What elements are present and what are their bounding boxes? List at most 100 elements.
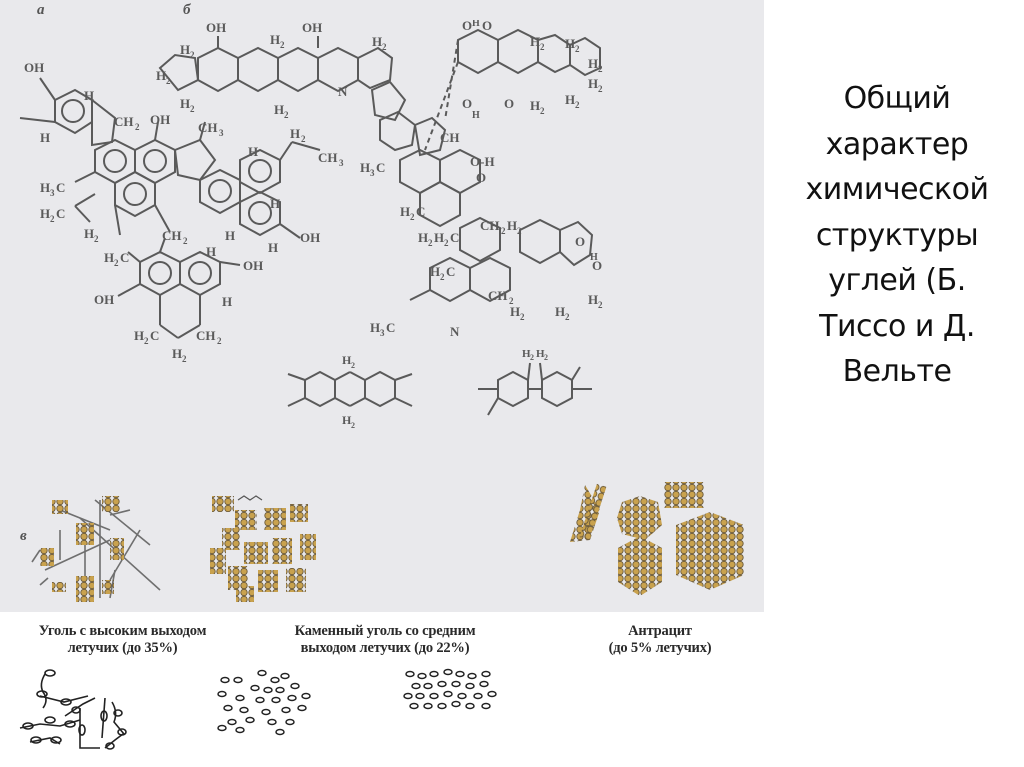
svg-text:H: H — [430, 264, 440, 279]
svg-text:H: H — [507, 218, 517, 233]
svg-text:2: 2 — [382, 42, 387, 52]
svg-text:2: 2 — [440, 272, 445, 282]
panel-label-b: б — [183, 2, 191, 18]
svg-text:C: C — [376, 160, 385, 175]
svg-text:H: H — [530, 34, 540, 49]
coal-clusters-diagram — [31, 482, 744, 602]
svg-text:2: 2 — [284, 110, 289, 120]
coal-type-caption-high-volatile: Уголь с высоким выходом летучих (до 35%) — [0, 623, 245, 657]
svg-text:C: C — [416, 204, 425, 219]
svg-text:2: 2 — [190, 104, 195, 114]
svg-text:CH: CH — [198, 120, 218, 135]
svg-text:H: H — [84, 226, 94, 241]
svg-text:2: 2 — [410, 212, 415, 222]
svg-text:2: 2 — [144, 336, 149, 346]
svg-text:2: 2 — [540, 106, 545, 116]
coal-type-caption-bituminous: Каменный уголь со средним выходом летучи… — [255, 623, 515, 657]
svg-text:O: O — [482, 20, 492, 33]
svg-text:H: H — [565, 92, 575, 107]
svg-text:2: 2 — [598, 84, 603, 94]
svg-text:H: H — [40, 130, 50, 145]
svg-text:H: H — [270, 32, 280, 47]
title-line: характер — [825, 126, 969, 162]
svg-text:2: 2 — [280, 40, 285, 50]
svg-text:H: H — [225, 228, 235, 243]
svg-text:C: C — [386, 320, 395, 335]
svg-text:2: 2 — [501, 226, 506, 236]
svg-text:2: 2 — [575, 44, 580, 54]
svg-text:H: H — [372, 34, 382, 49]
svg-text:2: 2 — [351, 421, 355, 430]
svg-text:OH: OH — [94, 292, 114, 307]
svg-text:2: 2 — [565, 312, 570, 322]
svg-text:C: C — [56, 206, 65, 221]
svg-text:O: O — [462, 96, 472, 111]
coal-type-detail: выходом летучих (до 22%) — [300, 640, 470, 656]
svg-text:2: 2 — [217, 336, 222, 346]
svg-text:H: H — [180, 42, 190, 57]
svg-text:H: H — [588, 56, 598, 71]
panel-label-a: а — [37, 2, 45, 18]
svg-text:2: 2 — [114, 258, 119, 268]
svg-text:3: 3 — [339, 158, 344, 168]
svg-text:2: 2 — [598, 300, 603, 310]
svg-text:N: N — [450, 324, 460, 339]
title-line: структуры — [815, 217, 979, 253]
svg-text:2: 2 — [301, 134, 306, 144]
svg-text:CH: CH — [480, 218, 500, 233]
coal-type-name: Каменный уголь со средним — [294, 623, 476, 639]
svg-text:H: H — [84, 88, 94, 103]
svg-text:C: C — [56, 180, 65, 195]
svg-text:2: 2 — [544, 353, 548, 362]
svg-text:C: C — [120, 250, 129, 265]
coal-type-detail: (до 5% летучих) — [608, 640, 712, 656]
svg-text:H: H — [156, 68, 166, 83]
svg-text:H: H — [434, 230, 444, 245]
svg-text:H: H — [418, 230, 428, 245]
svg-text:O: O — [504, 96, 514, 111]
svg-text:H: H — [40, 180, 50, 195]
svg-text:2: 2 — [190, 50, 195, 60]
coal-structure-figure: а б в — [0, 0, 764, 750]
svg-text:2: 2 — [598, 64, 603, 74]
svg-text:C: C — [446, 264, 455, 279]
panel-label-c: в — [20, 528, 27, 544]
svg-text:H: H — [40, 206, 50, 221]
svg-text:OH: OH — [302, 20, 322, 35]
svg-text:H: H — [290, 126, 300, 141]
svg-text:2: 2 — [166, 76, 171, 86]
svg-text:O-H: O-H — [470, 154, 495, 169]
svg-text:2: 2 — [94, 234, 99, 244]
svg-text:2: 2 — [50, 214, 55, 224]
svg-text:2: 2 — [135, 122, 140, 132]
svg-text:CH: CH — [318, 150, 338, 165]
svg-text:H: H — [134, 328, 144, 343]
svg-text:2: 2 — [428, 238, 433, 248]
svg-text:2: 2 — [520, 312, 525, 322]
svg-text:3: 3 — [380, 328, 385, 338]
svg-text:H: H — [472, 110, 480, 121]
svg-text:H: H — [530, 98, 540, 113]
svg-text:H: H — [565, 36, 575, 51]
title-line: Тиссо и Д. — [819, 308, 975, 344]
title-line: углей (Б. — [828, 263, 966, 298]
svg-text:H: H — [360, 160, 370, 175]
svg-text:H: H — [342, 413, 352, 427]
svg-text:H: H — [588, 292, 598, 307]
svg-text:H: H — [536, 348, 545, 360]
svg-text:O: O — [462, 20, 472, 33]
coal-type-detail: летучих (до 35%) — [67, 640, 178, 656]
coal-type-name: Уголь с высоким выходом — [38, 623, 207, 639]
svg-text:H: H — [555, 304, 565, 319]
svg-text:2: 2 — [517, 226, 522, 236]
svg-text:OH: OH — [150, 112, 170, 127]
svg-text:H: H — [274, 102, 284, 117]
coal-type-caption-anthracite: Антрацит (до 5% летучих) — [560, 623, 760, 657]
svg-text:H: H — [248, 144, 258, 159]
svg-text:OH: OH — [300, 230, 320, 245]
svg-text:2: 2 — [540, 42, 545, 52]
svg-text:H: H — [370, 320, 380, 335]
svg-text:H: H — [172, 346, 182, 361]
